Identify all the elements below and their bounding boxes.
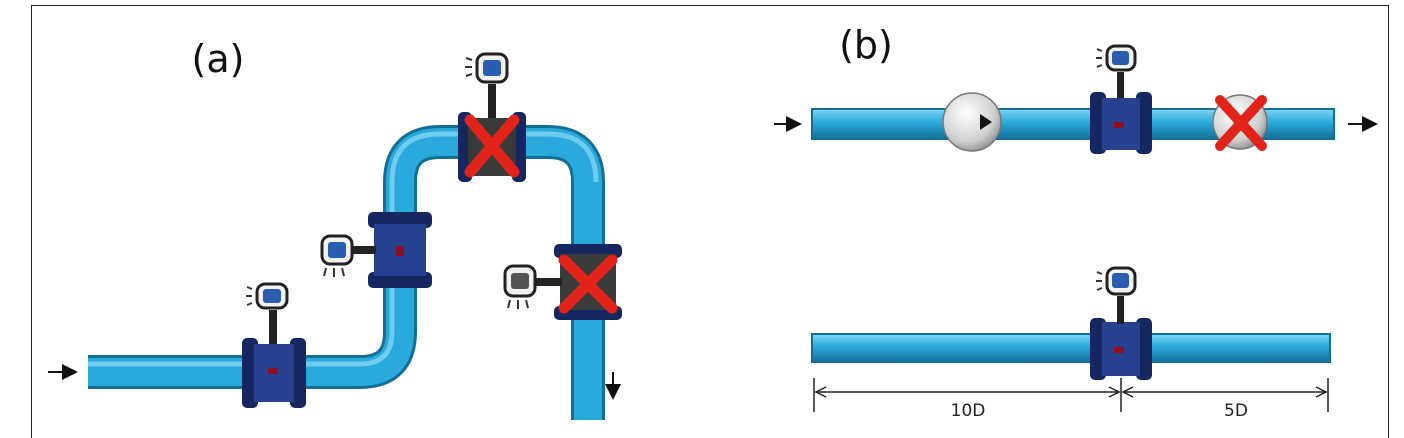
dimension-upstream-label: 10D [951,401,986,421]
panel-b: (b) [774,23,1378,421]
transmitter-head-icon [1096,266,1137,296]
panel-a-label: (a) [192,37,245,81]
straight-run-configuration: 10D 5D [811,266,1331,421]
transmitter-head-icon [1096,44,1137,72]
pump-icon [942,92,1002,152]
flowmeter-rejected-down [503,244,622,320]
dimension-lines [813,378,1329,412]
pipe-b-bottom [811,333,1331,363]
flowmeter-correct-vertical [320,212,432,288]
flowmeter-between-pump-valve [1090,44,1152,154]
flowmeter-straight-run [1090,266,1152,380]
dimension-downstream-label: 5D [1224,401,1248,421]
transmitter-head-icon [465,52,509,84]
transmitter-head-icon [246,282,289,310]
figure-frame [31,5,1389,438]
panel-b-label: (b) [839,23,893,67]
transmitter-head-icon [320,234,354,277]
flowmeter-correct-horizontal [242,282,306,408]
pump-valve-configuration [774,44,1378,154]
transmitter-head-icon [503,264,537,309]
red-x-icon [1215,95,1267,151]
red-x-icon [558,254,618,314]
flowmeter-rejected-top [458,52,526,182]
red-x-icon [464,114,520,178]
panel-a: (a) [48,37,622,420]
